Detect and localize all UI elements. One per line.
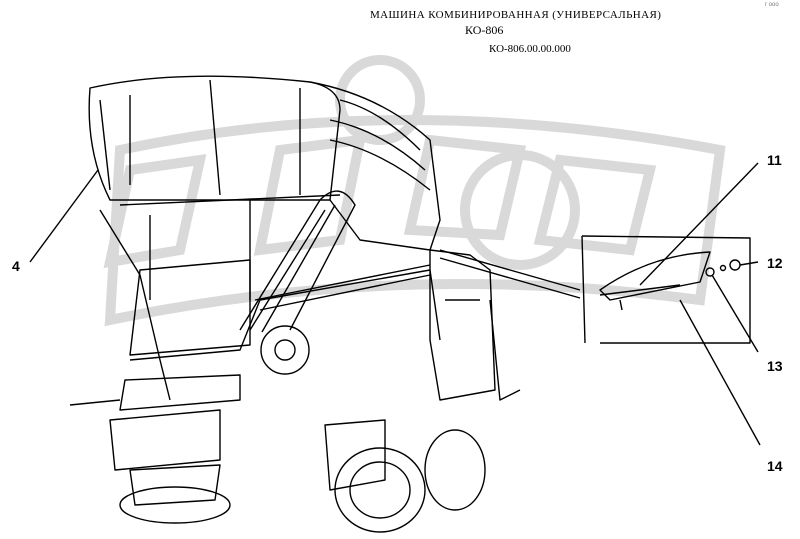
- conveyor-arm: [239, 190, 356, 333]
- detail-connector: [439, 257, 581, 299]
- drawing-number: КО-806.00.00.000: [489, 43, 571, 55]
- leader-line: [711, 274, 759, 353]
- detail-connector: [439, 249, 581, 291]
- rear-box: [119, 259, 251, 411]
- mudflaps: [109, 409, 386, 491]
- callout-14: 14: [767, 458, 783, 474]
- title-block: МАШИНА КОМБИНИРОВАННАЯ (УНИВЕРСАЛЬНАЯ) К…: [0, 0, 800, 90]
- ground-line: [69, 399, 121, 406]
- leader-line: [679, 299, 761, 446]
- rear-wheels: [334, 429, 486, 533]
- hopper-body: [88, 75, 441, 251]
- drive-pulley: [260, 325, 310, 375]
- cab: [429, 249, 521, 401]
- leader-line: [639, 162, 759, 286]
- watermark-logo: [103, 55, 726, 327]
- callout-4: 4: [12, 258, 20, 274]
- model-code: КО-806: [465, 23, 504, 37]
- leader-line: [739, 261, 759, 266]
- leader-line: [29, 169, 99, 263]
- callout-13: 13: [767, 358, 783, 374]
- watermark-text: OPEX: [560, 196, 563, 197]
- page-title: МАШИНА КОМБИНИРОВАННАЯ (УНИВЕРСАЛЬНАЯ): [370, 9, 662, 21]
- callout-11: 11: [767, 152, 782, 168]
- spinner-disc: [119, 464, 231, 524]
- callout-12: 12: [767, 255, 783, 271]
- corner-mark: r ooo: [765, 2, 779, 8]
